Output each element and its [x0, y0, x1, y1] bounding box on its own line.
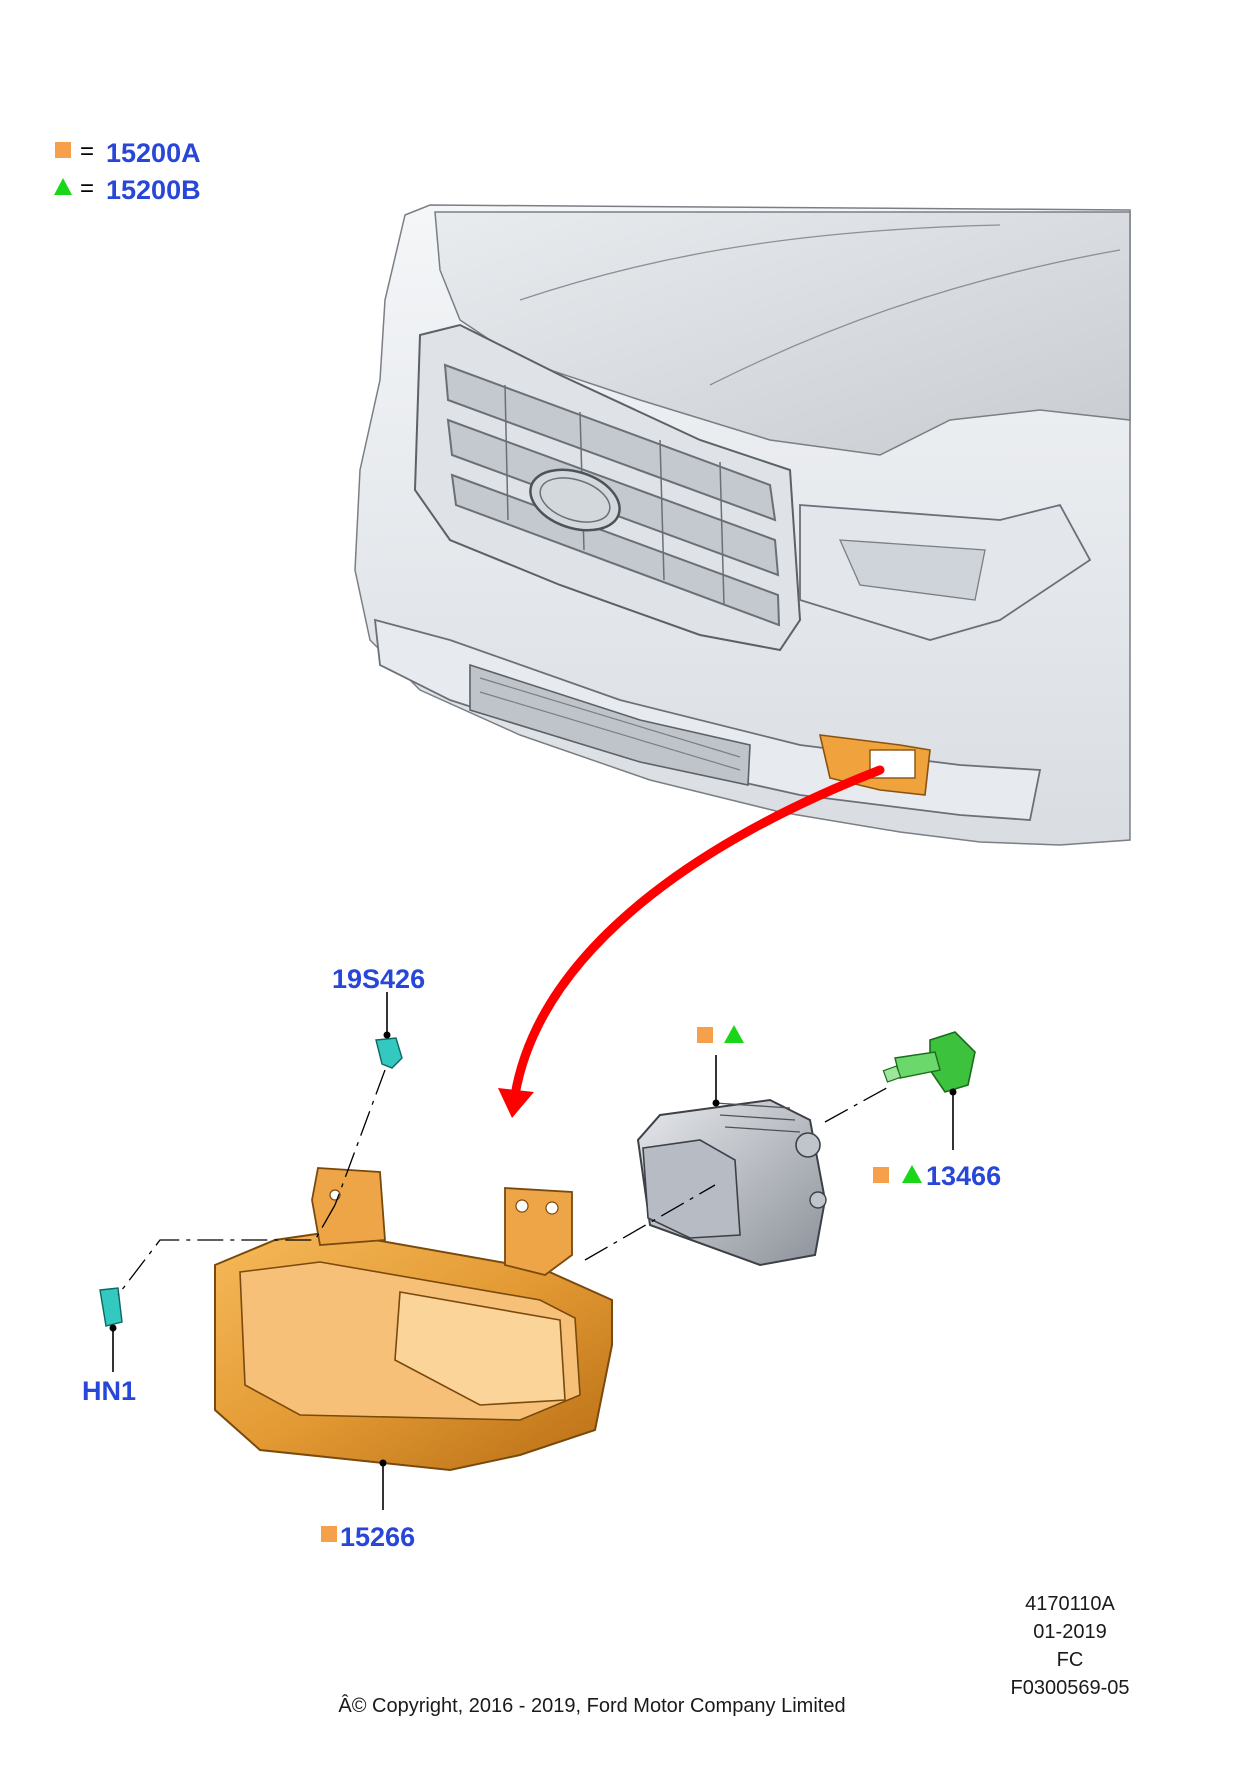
lamp-square-marker [697, 1027, 713, 1043]
legend-triangle-marker [54, 178, 72, 195]
headlight-detail [838, 539, 986, 601]
location-arrow [498, 765, 885, 1118]
lamp-triangle-marker [724, 1025, 744, 1043]
callout-13466-square-marker [873, 1167, 889, 1183]
hood-crease-2 [709, 249, 1121, 386]
legend: = 15200A = 15200B [54, 138, 201, 205]
ford-oval-badge-inner [539, 477, 611, 523]
clip-hn1 [99, 1287, 123, 1327]
lower-air-intake [469, 663, 751, 786]
callout-13466: 13466 [926, 1161, 1001, 1191]
fog-lamp-bulb [882, 1031, 976, 1093]
callout-13466-triangle-marker [902, 1165, 922, 1183]
fog-lamp-bracket [214, 1167, 613, 1472]
ford-oval-badge [529, 468, 621, 532]
ref-figure-id: F0300569-05 [1011, 1677, 1130, 1699]
leader-lines [109, 992, 957, 1510]
hood-crease [519, 224, 1001, 301]
bracket-lens-window [394, 1291, 566, 1406]
callout-15266-square-marker [321, 1526, 337, 1542]
bracket-right-tab [504, 1187, 573, 1276]
bracket-right-tab-hole-2 [545, 1201, 559, 1215]
ref-code: 4170110A [1025, 1593, 1115, 1615]
clip-19s426 [375, 1037, 403, 1069]
fog-lamp-lens [642, 1139, 741, 1239]
legend-code-a: 15200A [106, 138, 201, 168]
ref-date: 01-2019 [1033, 1621, 1106, 1643]
callout-15266: 15266 [340, 1522, 415, 1552]
assembly-lines [117, 1069, 893, 1296]
figure-reference: 4170110A 01-2019 FC F0300569-05 [1011, 1593, 1130, 1699]
callout-hn1: HN1 [82, 1376, 136, 1406]
callout-19s426: 19S426 [332, 964, 425, 994]
fog-lamp-connector [795, 1132, 821, 1158]
ref-market: FC [1057, 1649, 1084, 1671]
legend-code-b: 15200B [106, 175, 201, 205]
truck-front-illustration [354, 204, 1131, 846]
fog-lamp-adjuster [809, 1191, 827, 1209]
intake-slats [479, 677, 741, 771]
fog-lamp-fins [714, 1102, 801, 1133]
truck-hood [434, 211, 1131, 456]
fog-lamp-assembly [636, 1098, 827, 1267]
legend-equals-b: = [80, 175, 94, 202]
copyright-notice: Â© Copyright, 2016 - 2019, Ford Motor Co… [338, 1694, 845, 1717]
bracket-left-tab [311, 1167, 386, 1246]
legend-equals-a: = [80, 138, 94, 165]
bracket-right-tab-hole-1 [515, 1199, 529, 1213]
legend-square-marker [55, 142, 71, 158]
